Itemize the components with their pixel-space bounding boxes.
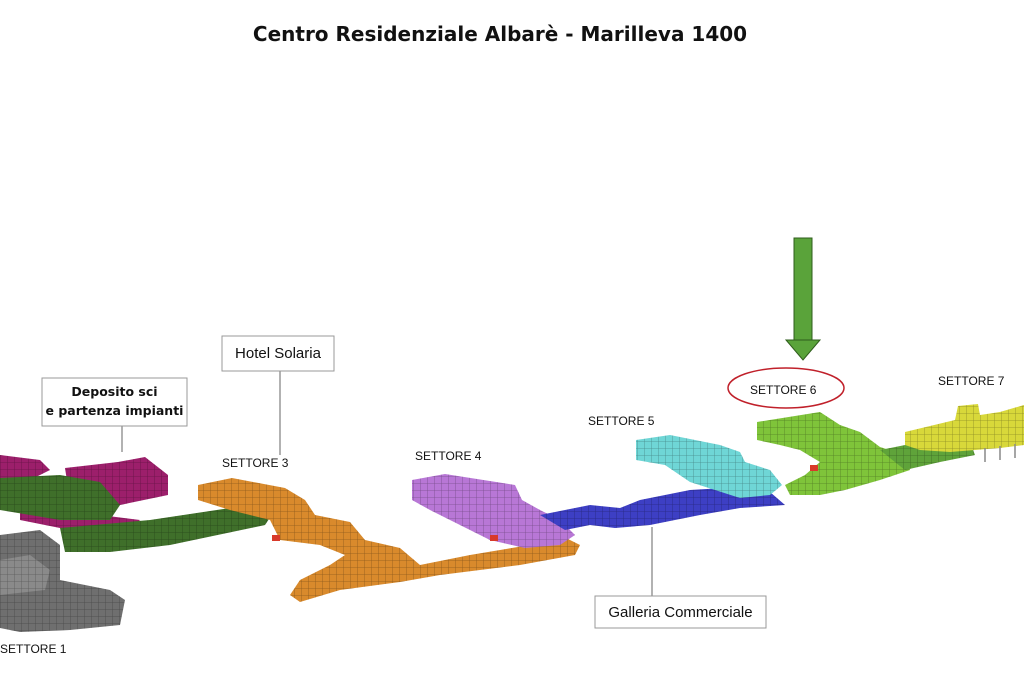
callout-deposito: Deposito sci e partenza impianti xyxy=(41,377,188,452)
down-arrow-icon xyxy=(784,237,822,361)
galleria-corridor xyxy=(540,487,785,530)
label-settore-5: SETTORE 5 xyxy=(588,414,655,428)
green-corridor-left xyxy=(0,475,275,552)
label-settore-4: SETTORE 4 xyxy=(415,449,482,463)
sector-3-building xyxy=(198,478,580,602)
sector-5-building xyxy=(636,435,782,498)
callout-deposito-line1: Deposito sci xyxy=(71,384,157,399)
label-settore-7: SETTORE 7 xyxy=(938,374,1005,388)
label-settore-1: SETTORE 1 xyxy=(0,642,67,656)
sector-6-building xyxy=(757,412,910,495)
callout-hotel: Hotel Solaria xyxy=(221,335,335,455)
highlight-ring xyxy=(727,367,845,409)
sector-4-building xyxy=(412,474,575,548)
label-settore-6: SETTORE 6 xyxy=(750,383,817,397)
page-title: Centro Residenziale Albarè - Marilleva 1… xyxy=(252,22,748,46)
callout-galleria: Galleria Commerciale xyxy=(594,527,767,629)
callout-deposito-line2: e partenza impianti xyxy=(46,403,184,418)
callout-hotel-text: Hotel Solaria xyxy=(235,345,322,362)
sector-1-building xyxy=(0,530,125,632)
callout-galleria-text: Galleria Commerciale xyxy=(608,604,752,621)
label-settore-3: SETTORE 3 xyxy=(222,456,289,470)
sector-7-building xyxy=(905,404,1024,462)
